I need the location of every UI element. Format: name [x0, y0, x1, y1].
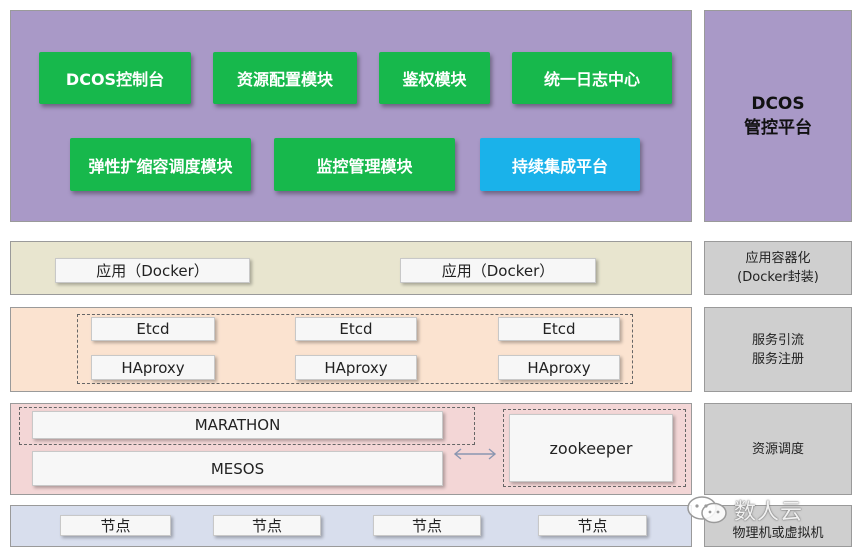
module-monitoring[interactable]: 监控管理模块	[274, 138, 455, 191]
app-docker-box-2: 应用（Docker）	[400, 258, 596, 283]
haproxy-box-3: HAproxy	[498, 355, 620, 380]
etcd-box-2: Etcd	[295, 317, 417, 341]
node-box-1: 节点	[60, 515, 171, 536]
mesos-box: MESOS	[32, 451, 443, 486]
watermark: 数人云	[686, 493, 862, 527]
node-box-2: 节点	[213, 515, 321, 536]
etcd-box-1: Etcd	[91, 317, 215, 341]
module-log-center[interactable]: 统一日志中心	[512, 52, 672, 104]
watermark-text: 数人云	[734, 500, 804, 525]
service-group-dashed	[77, 314, 633, 384]
node-box-4: 节点	[538, 515, 647, 536]
module-resource-config[interactable]: 资源配置模块	[213, 52, 357, 104]
module-ci-platform[interactable]: 持续集成平台	[480, 138, 640, 191]
haproxy-box-1: HAproxy	[91, 355, 215, 380]
app-side-label: 应用容器化 (Docker封装)	[704, 241, 852, 295]
etcd-box-3: Etcd	[498, 317, 620, 341]
haproxy-box-2: HAproxy	[295, 355, 417, 380]
service-side-label: 服务引流 服务注册	[704, 307, 852, 392]
module-dcos-console[interactable]: DCOS控制台	[39, 52, 191, 104]
marathon-box: MARATHON	[32, 411, 443, 439]
app-docker-box-1: 应用（Docker）	[55, 258, 250, 283]
platform-side-label: DCOS 管控平台	[704, 10, 852, 222]
module-autoscaling[interactable]: 弹性扩缩容调度模块	[70, 138, 251, 191]
module-auth[interactable]: 鉴权模块	[379, 52, 490, 104]
node-side-label: 物理机或虚拟机	[704, 505, 852, 547]
sync-arrow-icon	[453, 448, 497, 460]
zookeeper-dashed-group	[503, 409, 686, 487]
scheduling-side-label: 资源调度	[704, 403, 852, 495]
marathon-dashed-group	[19, 407, 475, 445]
zookeeper-box: zookeeper	[509, 414, 673, 482]
node-box-3: 节点	[373, 515, 481, 536]
wechat-logo-icon	[687, 496, 727, 524]
